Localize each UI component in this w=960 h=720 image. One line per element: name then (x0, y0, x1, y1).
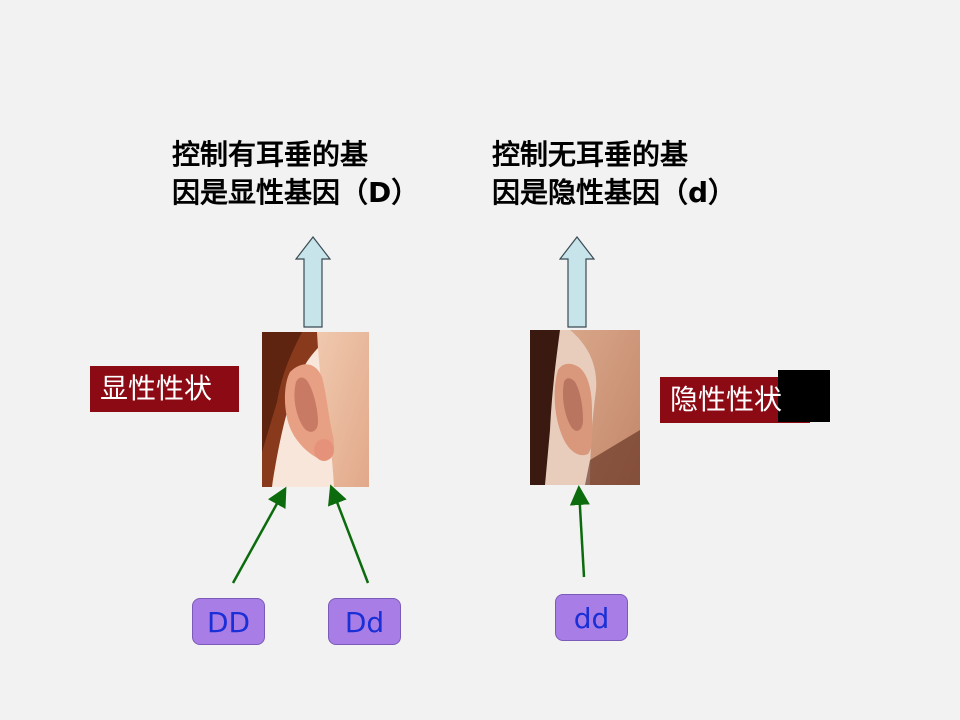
genotype-DD-box: DD (192, 598, 265, 645)
connector-DD (233, 491, 284, 583)
connector-dd (579, 490, 584, 577)
genotype-Dd-box: Dd (328, 598, 401, 645)
genotype-dd-box: dd (555, 594, 628, 641)
connector-Dd (332, 489, 368, 583)
